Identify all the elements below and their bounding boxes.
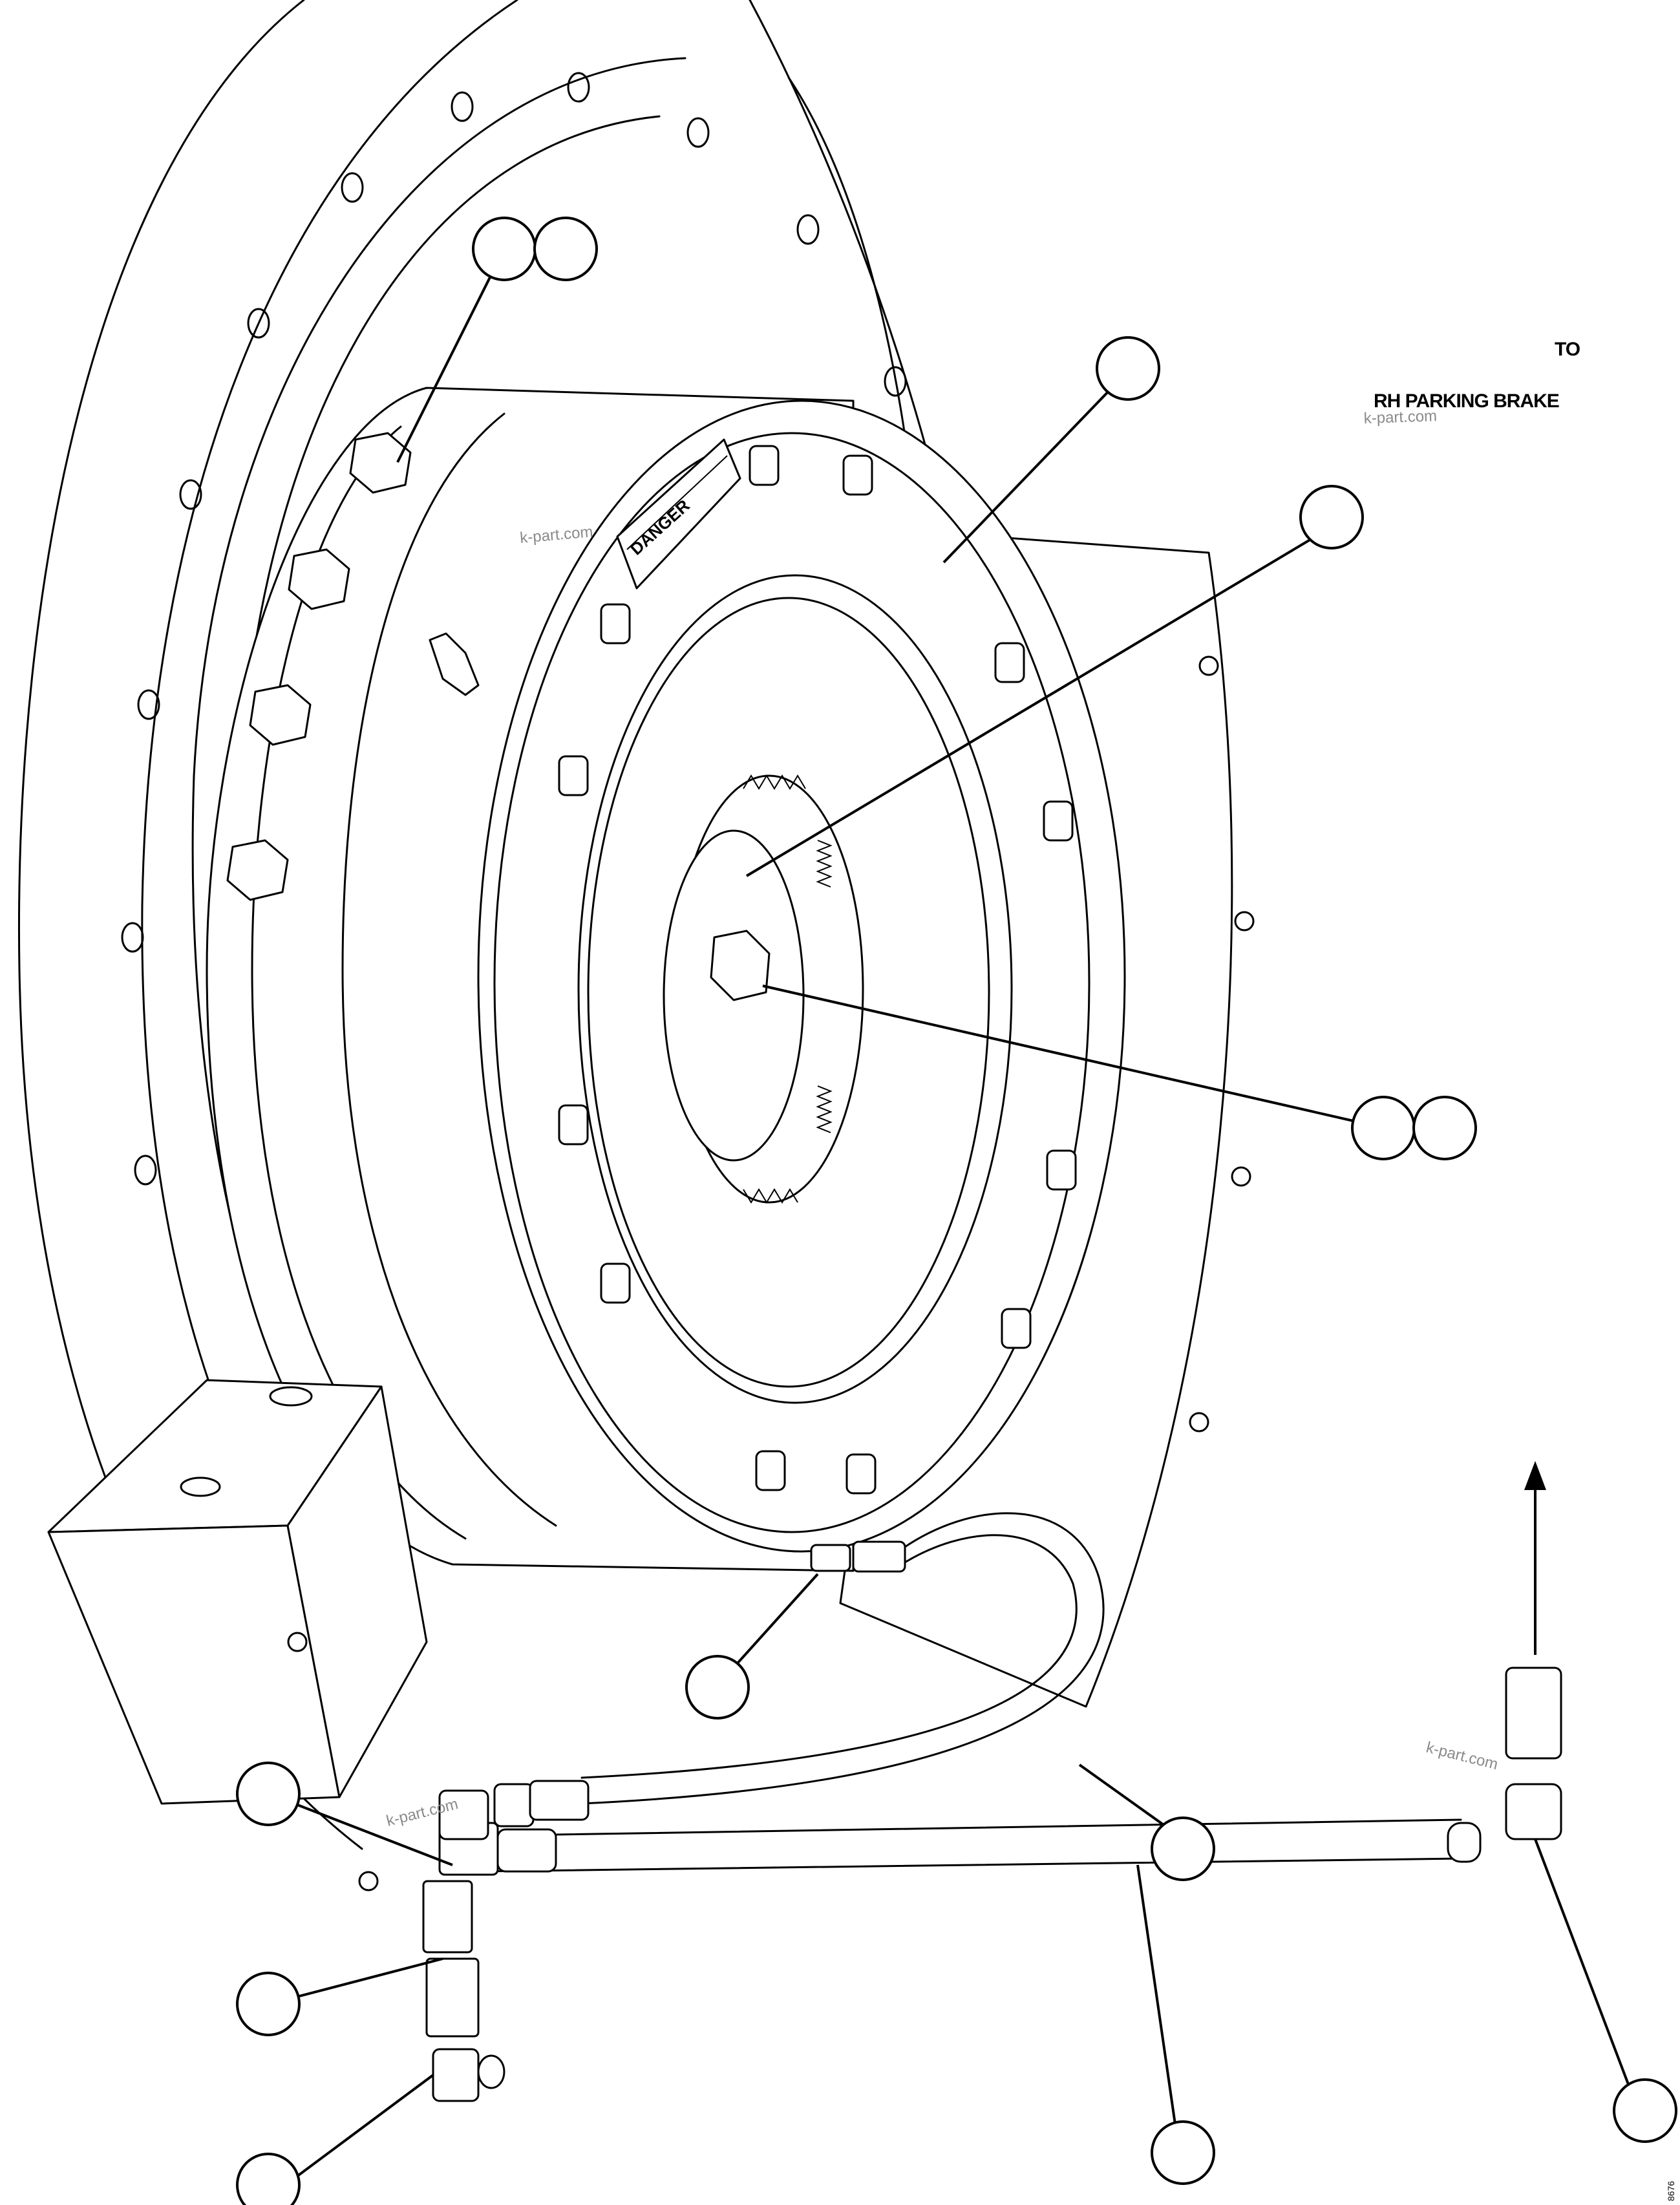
callout-balloon	[236, 2153, 301, 2205]
to-label: TO	[1555, 339, 1580, 360]
guard-shield	[47, 1379, 428, 1891]
hose-assembly	[422, 1512, 1562, 2102]
callout-balloon	[472, 217, 537, 281]
callout-balloon	[685, 1655, 750, 1720]
callouts	[236, 217, 1677, 2205]
callout-balloon	[1299, 485, 1364, 549]
leader-lines	[293, 268, 1633, 2180]
figure-code: 8676	[1666, 2181, 1676, 2201]
callout-balloon	[533, 217, 598, 281]
grease-fitting	[429, 632, 480, 696]
callout-balloon	[1151, 2120, 1215, 2185]
housing-bolts	[226, 432, 412, 901]
destination-label: RH PARKING BRAKE	[1374, 390, 1559, 412]
callout-balloon	[236, 1762, 301, 1826]
watermark-text: k-part.com	[1363, 407, 1437, 427]
flange-bolts	[121, 72, 907, 1186]
callout-balloon	[1151, 1816, 1215, 1881]
cover-bolts	[558, 445, 1077, 1495]
center-bolt	[710, 930, 771, 1001]
direction-indicator: TO RH PARKING BRAKE	[1374, 339, 1581, 1655]
splined-hub	[663, 774, 864, 1204]
callout-balloon	[1412, 1096, 1477, 1160]
callout-balloon	[236, 1972, 301, 2036]
callout-balloon	[1613, 2078, 1677, 2143]
callout-balloon	[1096, 336, 1160, 401]
callout-balloon	[1351, 1096, 1416, 1160]
arrow-up-icon	[1524, 1461, 1546, 1490]
watermark-text: k-part.com	[1425, 1739, 1500, 1774]
